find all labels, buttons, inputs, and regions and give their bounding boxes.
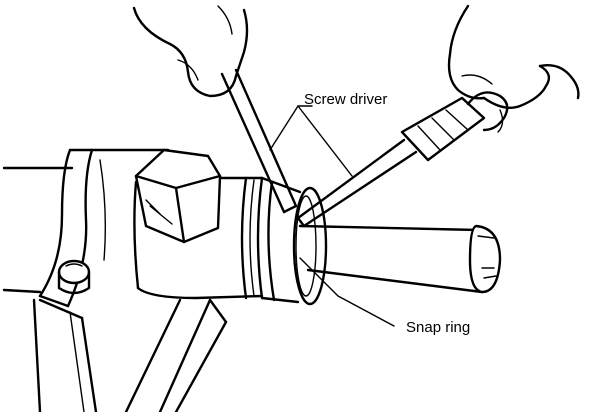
cylinder-body — [133, 176, 302, 304]
bracket-bolt — [57, 259, 91, 295]
leader-lines — [269, 105, 395, 327]
hex-nut — [134, 148, 222, 244]
snap-ring — [292, 186, 328, 306]
upper-hand — [132, 5, 249, 98]
screw-driver-label: Screw driver — [304, 91, 387, 108]
right-hand — [447, 4, 580, 133]
snap-ring-label: Snap ring — [406, 319, 470, 336]
housing-body — [2, 166, 98, 412]
screwdriver-diagonal — [296, 91, 509, 228]
piston-rod — [298, 224, 502, 294]
support-leg — [124, 298, 228, 412]
screwdriver-vertical — [220, 68, 298, 214]
